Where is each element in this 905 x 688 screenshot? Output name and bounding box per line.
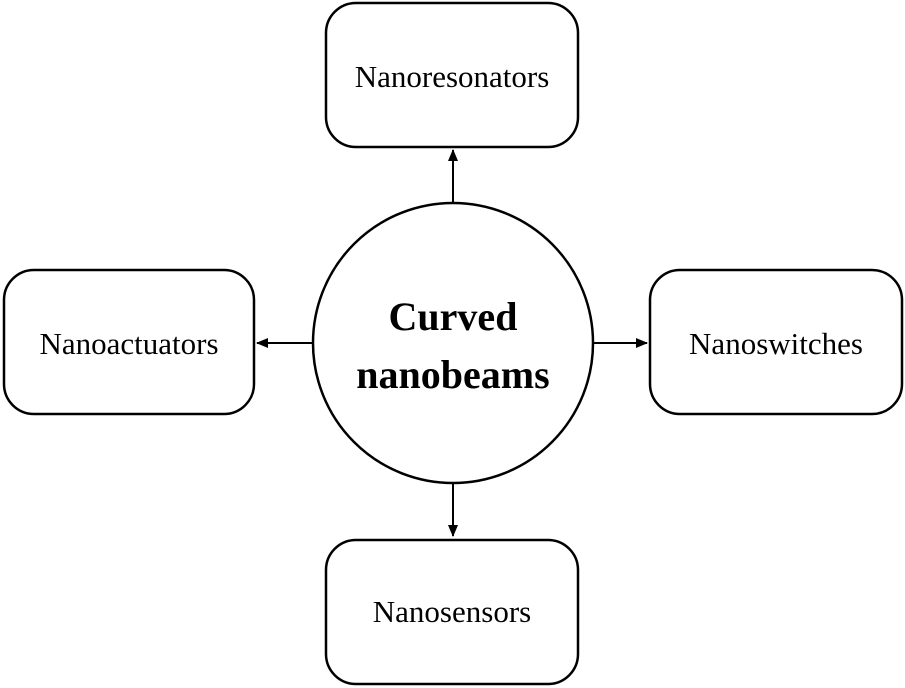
box-nanoresonators — [324, 1, 580, 149]
node-nanoactuators: Nanoactuators — [2, 268, 256, 416]
node-nanosensors: Nanosensors — [324, 538, 580, 686]
label-nanoswitches: Nanoswitches — [689, 326, 863, 361]
hub-label-line1: Curved — [389, 294, 518, 339]
box-nanoactuators — [2, 268, 256, 416]
node-nanoresonators: Nanoresonators — [324, 1, 580, 149]
box-nanoswitches — [648, 268, 904, 416]
label-nanosensors: Nanosensors — [373, 594, 531, 629]
hub-circle — [311, 201, 595, 485]
box-nanosensors — [324, 538, 580, 686]
hub-node: Curved nanobeams — [311, 201, 595, 485]
label-nanoactuators: Nanoactuators — [39, 326, 218, 361]
node-nanoswitches: Nanoswitches — [648, 268, 904, 416]
hub-label-line2: nanobeams — [356, 352, 549, 397]
label-nanoresonators: Nanoresonators — [355, 59, 550, 94]
